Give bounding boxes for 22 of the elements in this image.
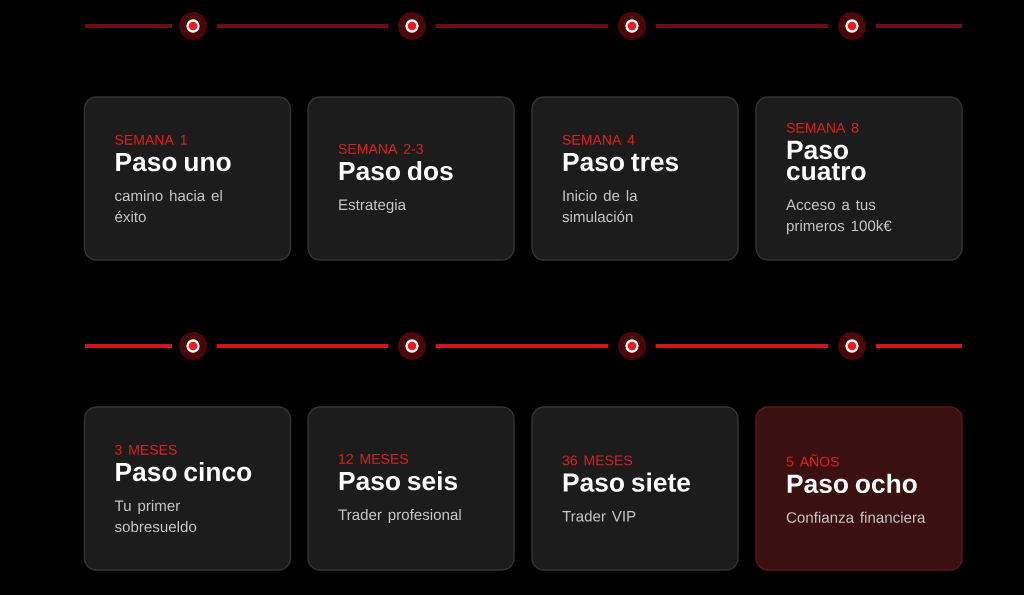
timeline-line — [216, 344, 389, 348]
step-card: 3 MESES Paso cinco Tu primer sobresueldo — [83, 406, 292, 571]
timeline-dot — [618, 12, 646, 40]
timeline-dot — [838, 12, 866, 40]
step-card: 12 MESES Paso seis Trader profesional — [307, 406, 515, 571]
timeline-dot — [398, 332, 426, 360]
timeline-line — [216, 24, 389, 28]
timeline-dot — [179, 332, 207, 360]
timeline-dot — [838, 332, 866, 360]
timeline-dot — [618, 332, 646, 360]
step-card: 5 AÑOS Paso ocho Confianza financiera — [755, 406, 963, 571]
timeline-line — [435, 344, 609, 348]
step-card: 36 MESES Paso siete Trader VIP — [531, 406, 739, 571]
timeline-line — [655, 24, 829, 28]
step-card: SEMANA 4 Paso tres Inicio de la simulación — [531, 96, 739, 261]
timeline-line — [435, 24, 609, 28]
step-card: SEMANA 8 Paso cuatro Acceso a tus primeros 100k€ — [755, 96, 963, 261]
step-card: SEMANA 2-3 Paso dos Estrategia — [307, 96, 515, 261]
timeline-dot — [398, 12, 426, 40]
timeline-line — [655, 344, 829, 348]
step-card: SEMANA 1 Paso uno camino hacia el éxito — [83, 96, 292, 261]
timeline-dot — [179, 12, 207, 40]
